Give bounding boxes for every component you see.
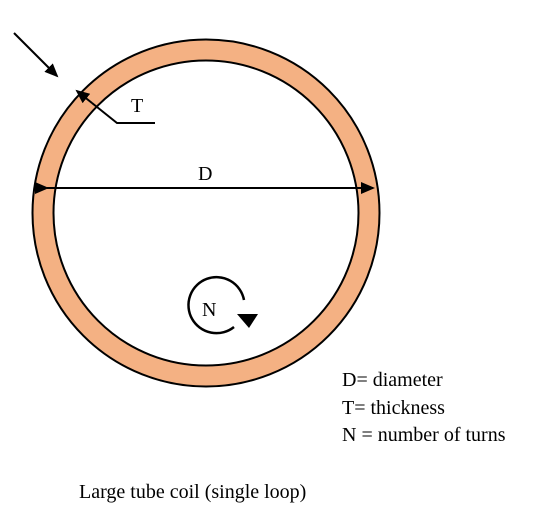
turns-label: N <box>202 299 216 321</box>
turns-arrowhead <box>237 314 258 328</box>
tube-ring-fill <box>33 40 379 386</box>
diameter-label: D <box>198 163 212 185</box>
legend: D= diameter T= thickness N = number of t… <box>342 369 506 446</box>
thickness-outer-arrow <box>13 32 59 78</box>
legend-line: N = number of turns <box>342 424 506 446</box>
thickness-label: T <box>131 95 143 117</box>
thickness-leader-line <box>91 102 155 124</box>
legend-line: T= thickness <box>342 397 445 419</box>
thickness-inner-arrow <box>75 89 93 104</box>
figure-caption: Large tube coil (single loop) <box>79 481 306 503</box>
legend-line: D= diameter <box>342 369 443 391</box>
turns-rotation-arrow <box>187 275 246 335</box>
